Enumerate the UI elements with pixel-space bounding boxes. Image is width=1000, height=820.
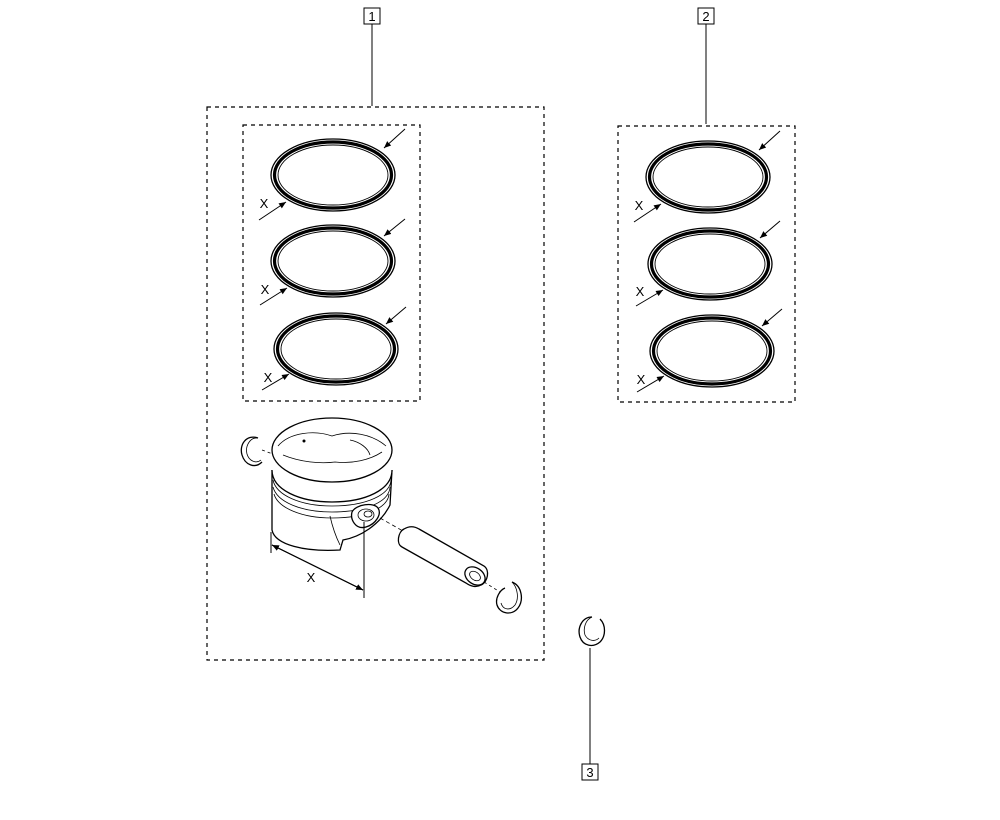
callout-2-label: 2 xyxy=(702,9,709,24)
callout-1: 1 xyxy=(363,7,381,106)
piston-ring: X xyxy=(633,130,781,223)
piston-ring: X xyxy=(637,308,783,393)
ring-dimension-label: X xyxy=(635,198,644,213)
piston-pin-circlip xyxy=(578,616,606,647)
piston-ring: X xyxy=(636,220,781,307)
piston-ring: X xyxy=(259,218,406,306)
piston-ring: X xyxy=(258,128,406,221)
piston-pin-circlip-right xyxy=(495,581,523,614)
piston-ring-set: X X X xyxy=(617,125,796,403)
piston-pin xyxy=(379,517,501,593)
piston-ring: X xyxy=(261,306,407,391)
piston xyxy=(271,417,393,551)
callout-3-label: 3 xyxy=(586,765,593,780)
callout-3: 3 xyxy=(581,648,599,781)
piston-kit-group: X X X xyxy=(206,106,545,661)
callout-1-label: 1 xyxy=(368,9,375,24)
ring-dimension-label: X xyxy=(264,370,273,385)
piston-diameter-dimension: X xyxy=(270,522,365,598)
ring-dimension-label: X xyxy=(261,282,270,297)
ring-dimension-label: X xyxy=(637,372,646,387)
piston-ring-set-boundary xyxy=(617,125,796,403)
piston-ring-set-boundary xyxy=(242,124,421,402)
piston-dimension-label: X xyxy=(307,570,316,585)
piston-kit-boundary xyxy=(206,106,545,661)
ring-dimension-label: X xyxy=(260,196,269,211)
ring-dimension-label: X xyxy=(636,284,645,299)
callout-2: 2 xyxy=(697,7,715,124)
